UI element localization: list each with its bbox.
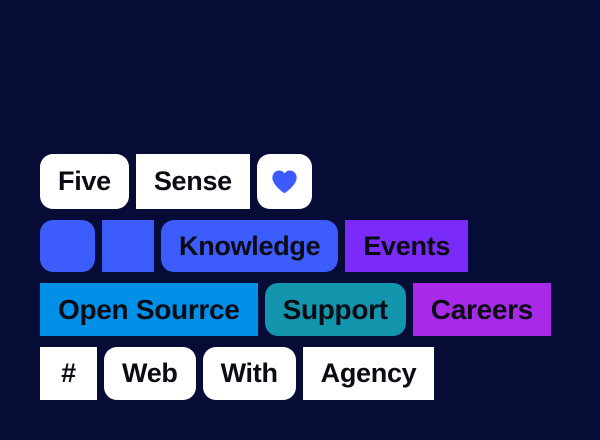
tag-block-1[interactable] — [40, 220, 95, 272]
tag-row: Open Sourrce Support Careers — [40, 283, 560, 336]
tag-label: Events — [363, 230, 451, 261]
tag-label: Sense — [153, 166, 232, 196]
tag-label: Web — [122, 358, 178, 388]
tag-events[interactable]: Events — [345, 220, 469, 272]
tag-block-2[interactable] — [102, 220, 154, 272]
tag-heart[interactable] — [256, 154, 312, 209]
tag-support[interactable]: Support — [264, 283, 406, 336]
tag-hash[interactable]: # — [40, 347, 97, 400]
tag-label: Support — [282, 293, 389, 325]
tag-five[interactable]: Five — [40, 154, 129, 209]
tag-label: Five — [58, 166, 111, 196]
tag-row: # Web With Agency — [40, 347, 560, 400]
tag-label: Knowledge — [179, 230, 321, 261]
tag-row: Knowledge Events — [40, 220, 560, 272]
tag-with[interactable]: With — [202, 347, 296, 400]
tag-label: # — [61, 358, 76, 388]
tag-knowledge[interactable]: Knowledge — [161, 220, 339, 272]
tag-label: With — [220, 358, 278, 388]
tag-careers[interactable]: Careers — [412, 283, 551, 336]
tag-row: Five Sense — [40, 154, 560, 209]
tag-label: Open Sourrce — [58, 293, 240, 325]
tag-label: Agency — [320, 358, 417, 388]
tag-open-sourrce[interactable]: Open Sourrce — [40, 283, 258, 336]
heart-icon — [272, 170, 297, 194]
tag-agency[interactable]: Agency — [302, 347, 435, 400]
tag-cloud: Five Sense Knowledge Events — [40, 154, 560, 400]
tag-sense[interactable]: Sense — [135, 154, 250, 209]
tag-web[interactable]: Web — [104, 347, 196, 400]
tag-label: Careers — [430, 293, 534, 325]
